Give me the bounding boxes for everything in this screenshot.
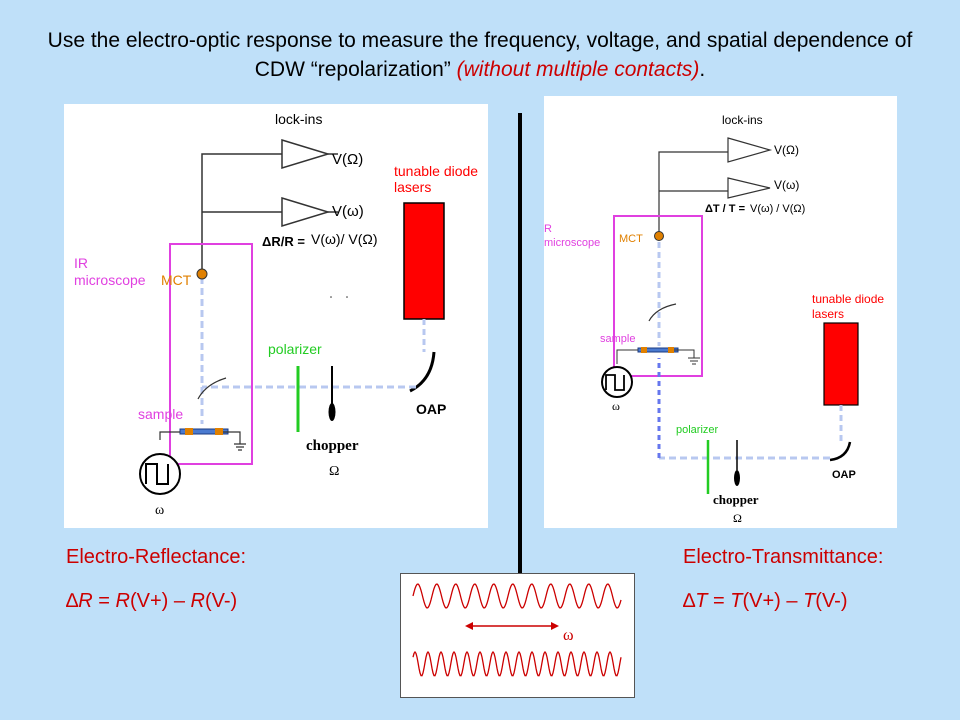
formula-eq: =: [92, 590, 116, 612]
speck-1: [330, 296, 332, 298]
lock-in-amplifier-2: [281, 196, 331, 228]
laser-label-1: tunable diode: [812, 292, 884, 306]
mct-detector: [196, 268, 208, 280]
formula-term1: T: [730, 590, 743, 612]
chopper-label: chopper: [713, 492, 759, 507]
polarizer-label: polarizer: [268, 341, 322, 357]
wave-svg: ω: [412, 583, 622, 677]
ir-microscope-label-1: R: [544, 223, 552, 235]
lock-ins-label: lock-ins: [722, 113, 763, 127]
mct-label: MCT: [161, 272, 192, 288]
formula-term2-arg: (V-): [815, 590, 848, 612]
shift-arrow-head-left: [465, 622, 473, 630]
square-wave-symbol: [145, 463, 169, 485]
tunable-diode-laser: [403, 202, 445, 320]
delta-symbol: ∆: [66, 590, 79, 612]
delta-r-ratio: V(ω)/ V(Ω): [311, 231, 378, 247]
laser-label-2: lasers: [812, 307, 844, 321]
ir-microscope-label-1: IR: [74, 255, 88, 271]
chopper-label: chopper: [306, 438, 359, 454]
ground-symbol: [234, 443, 246, 451]
panel-divider: [518, 113, 522, 575]
tunable-diode-laser: [823, 322, 859, 406]
lock-in-amplifier-2: [727, 177, 771, 199]
objective-curve: [648, 303, 677, 322]
oap-label: OAP: [416, 401, 446, 417]
mct-detector: [654, 231, 664, 241]
laser-label-2: lasers: [394, 179, 431, 195]
source-wire: [159, 431, 180, 440]
ground-symbol: [688, 357, 700, 365]
laser-label-1: tunable diode: [394, 163, 478, 179]
ground-wire: [223, 431, 241, 444]
sample-contact-right: [215, 428, 223, 435]
reference-wave: [412, 583, 622, 609]
v-capital-omega-label: V(Ω): [774, 143, 799, 157]
oap-mirror: [409, 351, 436, 393]
chopper-omega: Ω: [329, 464, 339, 479]
phase-shift-illustration: ω: [400, 573, 635, 698]
ground-wire: [674, 349, 695, 358]
formula-eq: =: [707, 590, 731, 612]
formula-term1-arg: (V+) –: [129, 590, 191, 612]
sample-contact-left: [641, 347, 647, 353]
mct-wire: [201, 153, 282, 272]
oap-mirror: [829, 441, 852, 462]
reflectance-formula: ∆R = R(V+) – R(V-): [66, 590, 237, 613]
ir-microscope-label-2: microscope: [544, 237, 600, 249]
ir-microscope-label-2: microscope: [74, 272, 146, 288]
mct-wire: [658, 151, 728, 236]
lock-in-amplifier-1: [281, 138, 331, 170]
shifted-wave: [412, 650, 622, 677]
wave-omega: ω: [563, 627, 574, 644]
v-capital-omega-label: V(Ω): [332, 151, 363, 168]
lock-ins-label: lock-ins: [275, 111, 322, 127]
chopper-omega: Ω: [733, 511, 742, 525]
v-omega-label: V(ω): [332, 203, 364, 220]
chopper-blade: [328, 403, 336, 421]
slide-title: Use the electro-optic response to measur…: [20, 26, 940, 84]
formula-term2-arg: (V-): [204, 590, 238, 612]
transmittance-diagram: lock-ins V(Ω) V(ω) ΔT / T = V(ω) / V(Ω) …: [544, 96, 897, 528]
transmittance-formula: ∆T = T(V+) – T(V-): [683, 590, 848, 613]
amp-output-lines: [328, 153, 338, 213]
reflectance-diagram: lock-ins V(Ω) V(ω) ΔR/R = V(ω)/ V(Ω) tun…: [64, 104, 488, 528]
delta-symbol: ∆: [683, 590, 696, 612]
reflectance-diagram-svg: lock-ins V(Ω) V(ω) ΔR/R = V(ω)/ V(Ω) tun…: [74, 111, 478, 518]
oap-label: OAP: [832, 469, 856, 481]
transmittance-diagram-svg: lock-ins V(Ω) V(ω) ΔT / T = V(ω) / V(Ω) …: [544, 113, 884, 525]
source-wire: [616, 349, 638, 364]
polarizer-label: polarizer: [676, 424, 719, 436]
pulse-omega: ω: [612, 399, 620, 413]
formula-term1: R: [115, 590, 130, 612]
mct-label: MCT: [619, 233, 643, 245]
square-wave-symbol: [605, 374, 625, 391]
sample-contact-right: [668, 347, 674, 353]
v-omega-label: V(ω): [774, 178, 799, 192]
formula-var: R: [78, 590, 93, 612]
formula-term2: T: [803, 590, 816, 612]
objective-curve: [197, 377, 227, 400]
delta-t-label: ΔT / T =: [705, 203, 745, 215]
sample-label: sample: [138, 406, 183, 422]
sample-label: sample: [600, 333, 635, 345]
transmittance-heading: Electro-Transmittance:: [683, 546, 884, 568]
reflectance-heading: Electro-Reflectance:: [66, 546, 247, 568]
sample-contact-left: [185, 428, 193, 435]
chopper-blade: [734, 470, 740, 486]
title-main: Use the electro-optic response to measur…: [47, 29, 913, 81]
title-highlight: (without multiple contacts): [456, 58, 700, 81]
shift-arrow-head-right: [551, 622, 559, 630]
formula-term2: R: [190, 590, 205, 612]
formula-term1-arg: (V+) –: [742, 590, 804, 612]
speck-2: [346, 296, 348, 298]
delta-t-ratio: V(ω) / V(Ω): [750, 203, 805, 215]
lock-in-amplifier-1: [727, 137, 773, 163]
delta-r-label: ΔR/R =: [262, 234, 305, 249]
pulse-omega: ω: [155, 503, 164, 518]
ir-microscope-box: [169, 243, 253, 465]
title-end: .: [699, 58, 706, 81]
formula-var: T: [695, 590, 708, 612]
